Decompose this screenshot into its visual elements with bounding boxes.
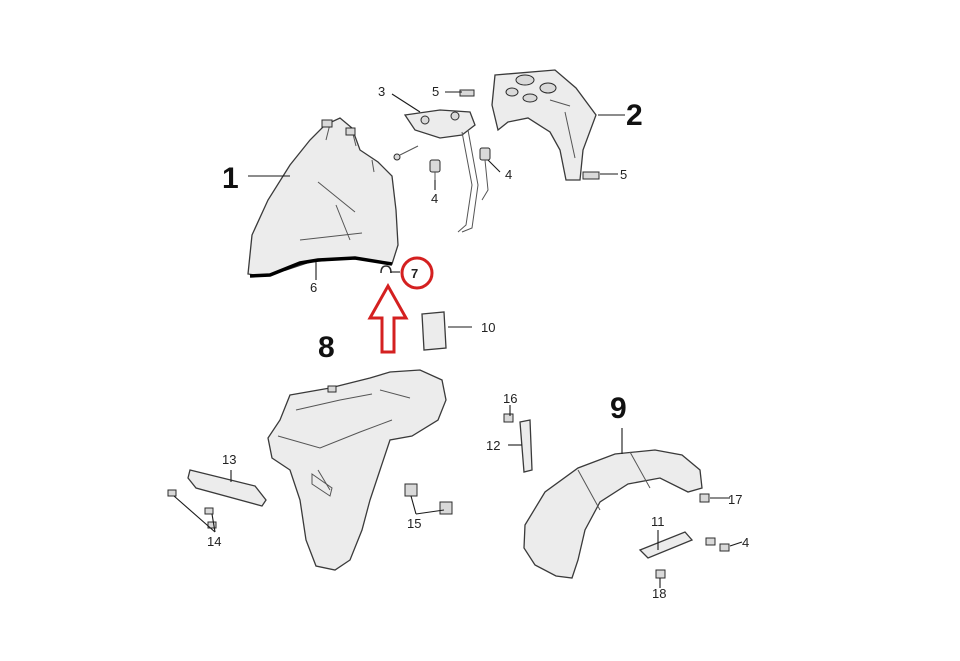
label-ref-4-lower-right: 4 [742, 535, 749, 550]
leader-lines [173, 91, 743, 588]
label-ref-4-center: 4 [431, 191, 438, 206]
hardware-screws-top [429, 89, 600, 201]
label-main-1: 1 [222, 162, 239, 195]
label-ref-17: 17 [728, 492, 742, 507]
label-main-9: 9 [610, 392, 627, 425]
label-ref-18: 18 [652, 586, 666, 601]
part-8-inner-fender [267, 369, 447, 571]
label-ref-10: 10 [481, 320, 495, 335]
label-ref-7: 7 [411, 266, 418, 281]
bracket-3-with-stay [393, 109, 479, 233]
small-parts-lower [167, 413, 730, 579]
label-ref-5-top: 5 [432, 84, 439, 99]
label-ref-5-right: 5 [620, 167, 627, 182]
part-labels: 1 2 8 9 3 5 5 4 4 6 7 10 16 12 13 14 15 … [207, 84, 749, 601]
part-10-plate [421, 311, 447, 351]
label-ref-14: 14 [207, 534, 221, 549]
highlight-part-7 [367, 256, 434, 354]
label-ref-11: 11 [651, 514, 665, 529]
label-main-2: 2 [626, 99, 643, 132]
label-main-8: 8 [318, 331, 335, 364]
label-ref-12: 12 [486, 438, 500, 453]
part-2-upper-cover [491, 69, 597, 181]
label-ref-13: 13 [222, 452, 236, 467]
label-ref-3: 3 [378, 84, 385, 99]
label-ref-6: 6 [310, 280, 317, 295]
label-ref-16: 16 [503, 391, 517, 406]
part-9-rear-fender [523, 449, 703, 579]
part-1-front-mudguard [247, 117, 399, 278]
label-ref-15: 15 [407, 516, 421, 531]
label-ref-4-upper-right: 4 [505, 167, 512, 182]
